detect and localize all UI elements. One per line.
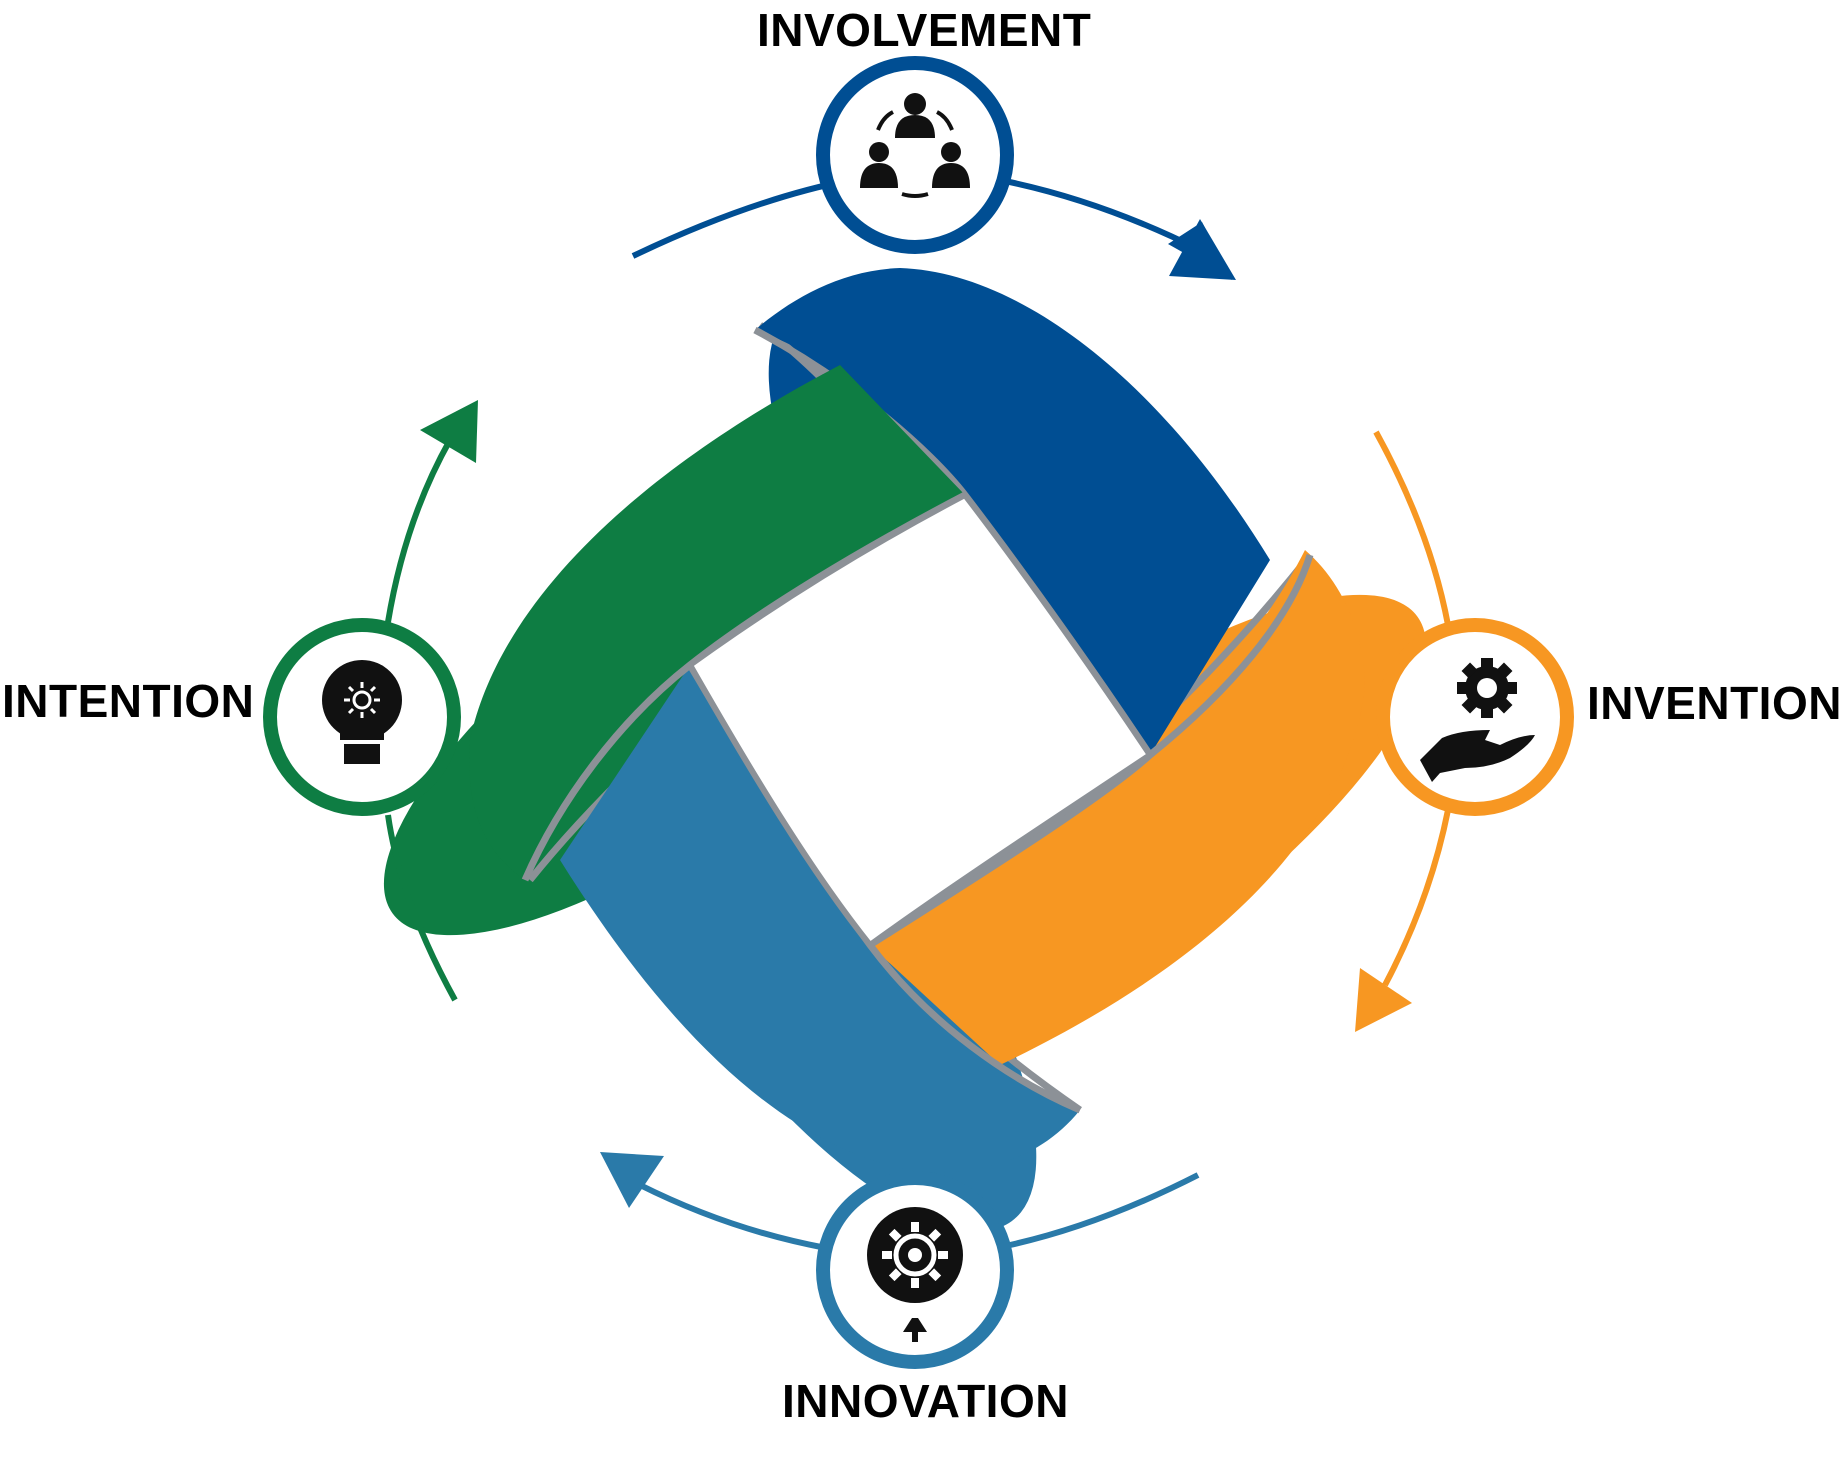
innovation-label: INNOVATION bbox=[782, 1375, 1069, 1427]
invention-label: INVENTION bbox=[1587, 677, 1842, 729]
invention-badge bbox=[1376, 618, 1574, 816]
invention-arrow bbox=[1355, 430, 1451, 1032]
intention-label: INTENTION bbox=[2, 675, 255, 727]
cycle-arrows bbox=[385, 177, 1451, 1251]
involvement-badge bbox=[816, 56, 1014, 254]
center-window bbox=[686, 491, 1155, 950]
team-network-icon bbox=[860, 93, 970, 198]
involvement-label: INVOLVEMENT bbox=[757, 4, 1092, 56]
lightbulb-icon bbox=[322, 660, 402, 764]
interlocking-loops bbox=[383, 268, 1427, 1232]
innovation-badge bbox=[816, 1171, 1014, 1369]
gear-pin-icon bbox=[867, 1207, 963, 1342]
intention-arrow bbox=[385, 400, 478, 1002]
intention-badge bbox=[263, 618, 461, 816]
hand-gear-icon bbox=[1420, 658, 1535, 782]
innovation-arrow bbox=[600, 1152, 1200, 1251]
